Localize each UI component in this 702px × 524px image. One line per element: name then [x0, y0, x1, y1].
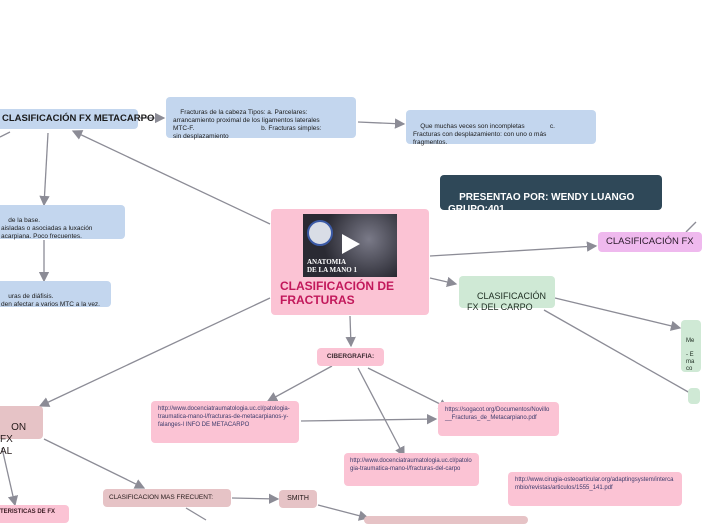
connector	[266, 365, 333, 402]
node-label: Que muchas veces son incompletas c. Frac…	[413, 123, 555, 146]
node-label: TERISTICAS DE FX	[0, 509, 56, 515]
connector	[1, 447, 19, 507]
node-fracturas-base[interactable]: de la base. aisladas o asociadas a luxac…	[0, 205, 125, 240]
node-label: de la base. aisladas o asociadas a luxac…	[1, 217, 93, 240]
connector	[317, 504, 370, 521]
node-smith[interactable]: SMITH	[279, 490, 317, 508]
node-label: CLASIFICACIÓN FX DEL CARPO	[467, 291, 547, 312]
node-label: ON FX AL	[0, 422, 27, 457]
central-title: CLASIFICACIÓN DE FRACTURAS	[280, 279, 394, 307]
node-label: uras de diáfisis. den afectar a varios M…	[1, 293, 100, 308]
node-label: CLASIFICACION MAS FRECUENT:	[109, 494, 214, 501]
node-clasificacion-fx-left[interactable]: ON FX AL	[0, 406, 43, 457]
link-text[interactable]: http://www.docenciatraumatologia.uc.cl/p…	[158, 406, 290, 428]
connector	[429, 241, 598, 257]
node-carpo-extra[interactable]	[688, 388, 700, 404]
connector	[685, 221, 697, 233]
connector	[345, 315, 356, 348]
node-label: SMITH	[287, 495, 309, 502]
connector	[0, 131, 11, 138]
connector	[43, 438, 146, 489]
node-label: CIBERGRAFIA:	[326, 353, 375, 360]
node-url-metacarpianos[interactable]: http://www.docenciatraumatologia.uc.cl/p…	[151, 401, 299, 443]
connector	[71, 130, 271, 225]
node-cibergrafia[interactable]: CIBERGRAFIA:	[317, 348, 384, 366]
connector	[357, 118, 406, 129]
link-text[interactable]: https://sogacot.org/Documentos/Novillo__…	[445, 407, 550, 421]
connector	[429, 276, 458, 288]
node-caracteristicas[interactable]: TERISTICAS DE FX	[0, 505, 69, 523]
node-label: Me - E ma co	[686, 338, 695, 372]
node-fracturas-cabeza[interactable]: Fracturas de la cabeza Tipos: a. Parcela…	[166, 97, 356, 140]
video-caption-line1: ANATOMIA	[307, 258, 347, 266]
link-text[interactable]: http://www.cirugia-osteoarticular.org/ad…	[515, 477, 674, 491]
node-carpo-detail[interactable]: Me - E ma co	[681, 320, 701, 372]
node-presentado-por[interactable]: PRESENTAO POR: WENDY LUANGO GRUPO:401	[440, 175, 662, 215]
node-incompletas[interactable]: Que muchas veces son incompletas c. Frac…	[406, 110, 596, 146]
video-caption: ANATOMIA DE LA MANO 1	[307, 258, 367, 274]
logo-seal	[307, 220, 333, 246]
node-fracturas-diafisis[interactable]: uras de diáfisis. den afectar a varios M…	[0, 281, 111, 308]
play-icon[interactable]	[338, 232, 362, 256]
node-clasificacion-carpo[interactable]: CLASIFICACIÓN FX DEL CARPO	[459, 276, 555, 312]
node-label: CLASIFICACIÓN FX METACARPO	[2, 113, 155, 124]
connector	[554, 297, 682, 331]
video-thumbnail[interactable]: ANATOMIA DE LA MANO 1	[303, 214, 397, 277]
node-clasificacion-fx-right[interactable]: CLASIFICACIÓN FX	[598, 232, 702, 252]
node-label: CLASIFICACIÓN FX	[606, 236, 694, 247]
node-url-sogacot[interactable]: https://sogacot.org/Documentos/Novillo__…	[438, 402, 559, 436]
node-bottom-partial[interactable]	[364, 516, 528, 524]
connector	[185, 507, 207, 521]
node-url-carpo[interactable]: http://www.docenciatraumatologia.uc.cl/p…	[344, 453, 479, 486]
link-text[interactable]: http://www.docenciatraumatologia.uc.cl/p…	[350, 458, 472, 472]
connector	[38, 297, 271, 407]
central-topic[interactable]: ANATOMIA DE LA MANO 1 CLASIFICACIÓN DE F…	[271, 209, 429, 315]
connector	[39, 132, 50, 207]
connector	[231, 493, 280, 505]
connector	[357, 367, 405, 458]
video-caption-line2: DE LA MANO 1	[307, 266, 357, 274]
connector	[300, 413, 438, 425]
node-clasificacion-metacarpo[interactable]: CLASIFICACIÓN FX METACARPO	[0, 109, 154, 129]
connector	[367, 367, 450, 409]
node-label: PRESENTAO POR: WENDY LUANGO GRUPO:401	[448, 192, 635, 215]
node-clasificacion-frecuente[interactable]: CLASIFICACION MAS FRECUENT:	[103, 489, 231, 507]
connector	[543, 309, 691, 394]
node-url-cirugia[interactable]: http://www.cirugia-osteoarticular.org/ad…	[508, 472, 682, 506]
node-label: Fracturas de la cabeza Tipos: a. Parcela…	[173, 109, 322, 140]
